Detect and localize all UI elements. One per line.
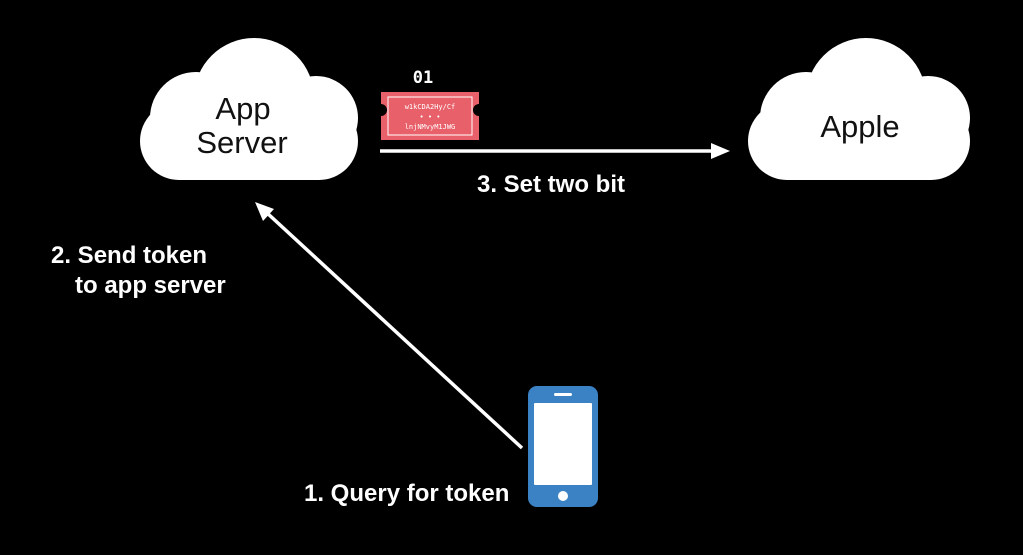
ticket-line1: w1kCDA2Hy/Cf <box>405 103 456 111</box>
ticket-dots: • • • <box>419 113 440 121</box>
ticket-icon: w1kCDA2Hy/Cf • • • lnjNMvyM1JWG <box>381 92 479 140</box>
cloud-icon <box>748 38 970 180</box>
arrow-to-app-server <box>255 202 524 450</box>
step2-label-line1: 2. Send token <box>51 242 207 269</box>
step3-label: 3. Set two bit <box>477 171 625 198</box>
smartphone-icon <box>528 386 598 507</box>
bits-label: 01 <box>413 68 433 88</box>
app-server-label-line2: Server <box>196 125 287 160</box>
app-server-cloud: App Server <box>140 38 358 180</box>
ticket-body <box>381 92 479 140</box>
apple-cloud: Apple <box>748 38 970 180</box>
step2-label-line2: to app server <box>75 272 226 299</box>
app-server-label-line1: App <box>215 91 270 126</box>
ticket-border <box>387 96 473 136</box>
cloud-icon <box>140 38 358 180</box>
ticket-line2: lnjNMvyM1JWG <box>405 123 456 131</box>
apple-label: Apple <box>820 109 899 144</box>
step1-label: 1. Query for token <box>304 480 509 507</box>
arrow-to-apple <box>380 143 730 159</box>
